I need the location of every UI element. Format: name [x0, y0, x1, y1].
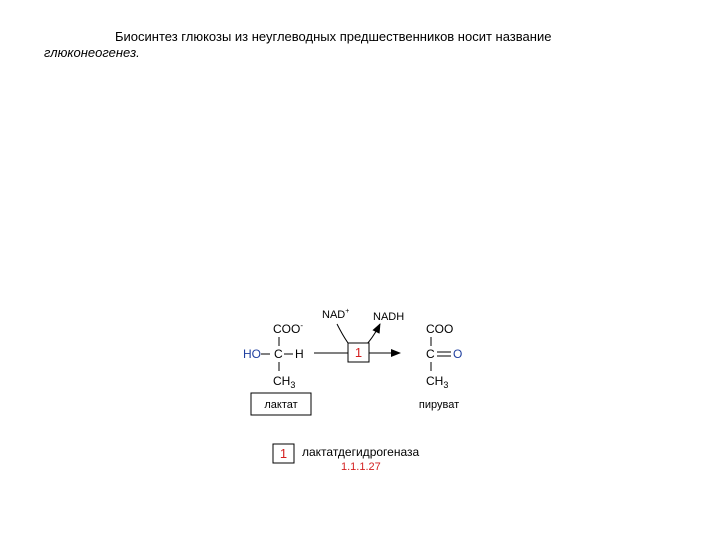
lactate-methyl: CH3	[273, 374, 295, 390]
pyruvate-carbon: C	[426, 347, 435, 361]
pyruvate-coo: COO	[426, 322, 453, 336]
enzyme-number: 1	[355, 345, 362, 360]
pyruvate-structure: COO C O CH3	[426, 322, 462, 390]
lactate-structure: COO- HO C H CH3	[243, 321, 304, 390]
lactate-label: лактат	[264, 399, 297, 411]
legend-number-box	[272, 443, 295, 464]
legend-number: 1	[280, 446, 287, 461]
intro-paragraph: Биосинтез глюкозы из неуглеводных предше…	[44, 29, 684, 61]
lactate-label-box	[250, 392, 312, 416]
pyruvate-label: пируват	[419, 399, 459, 411]
pyruvate-methyl: CH3	[426, 374, 448, 390]
pyruvate-oxygen: O	[453, 347, 462, 361]
legend-ec-number: 1.1.1.27	[341, 461, 381, 473]
cofactor-nad: NAD+	[322, 308, 349, 321]
legend-enzyme-name: лактатдегидрогеназа	[302, 445, 419, 459]
cofactor-nadh: NADH	[373, 311, 404, 323]
intro-term: глюконеогенез.	[44, 45, 140, 60]
lactate-hydroxyl: HO	[243, 347, 261, 361]
lactate-carbon: C	[274, 347, 283, 361]
lactate-hydrogen: H	[295, 347, 304, 361]
intro-sentence: Биосинтез глюкозы из неуглеводных предше…	[115, 29, 552, 44]
enzyme-number-box	[347, 342, 370, 363]
lactate-coo: COO-	[273, 321, 303, 336]
